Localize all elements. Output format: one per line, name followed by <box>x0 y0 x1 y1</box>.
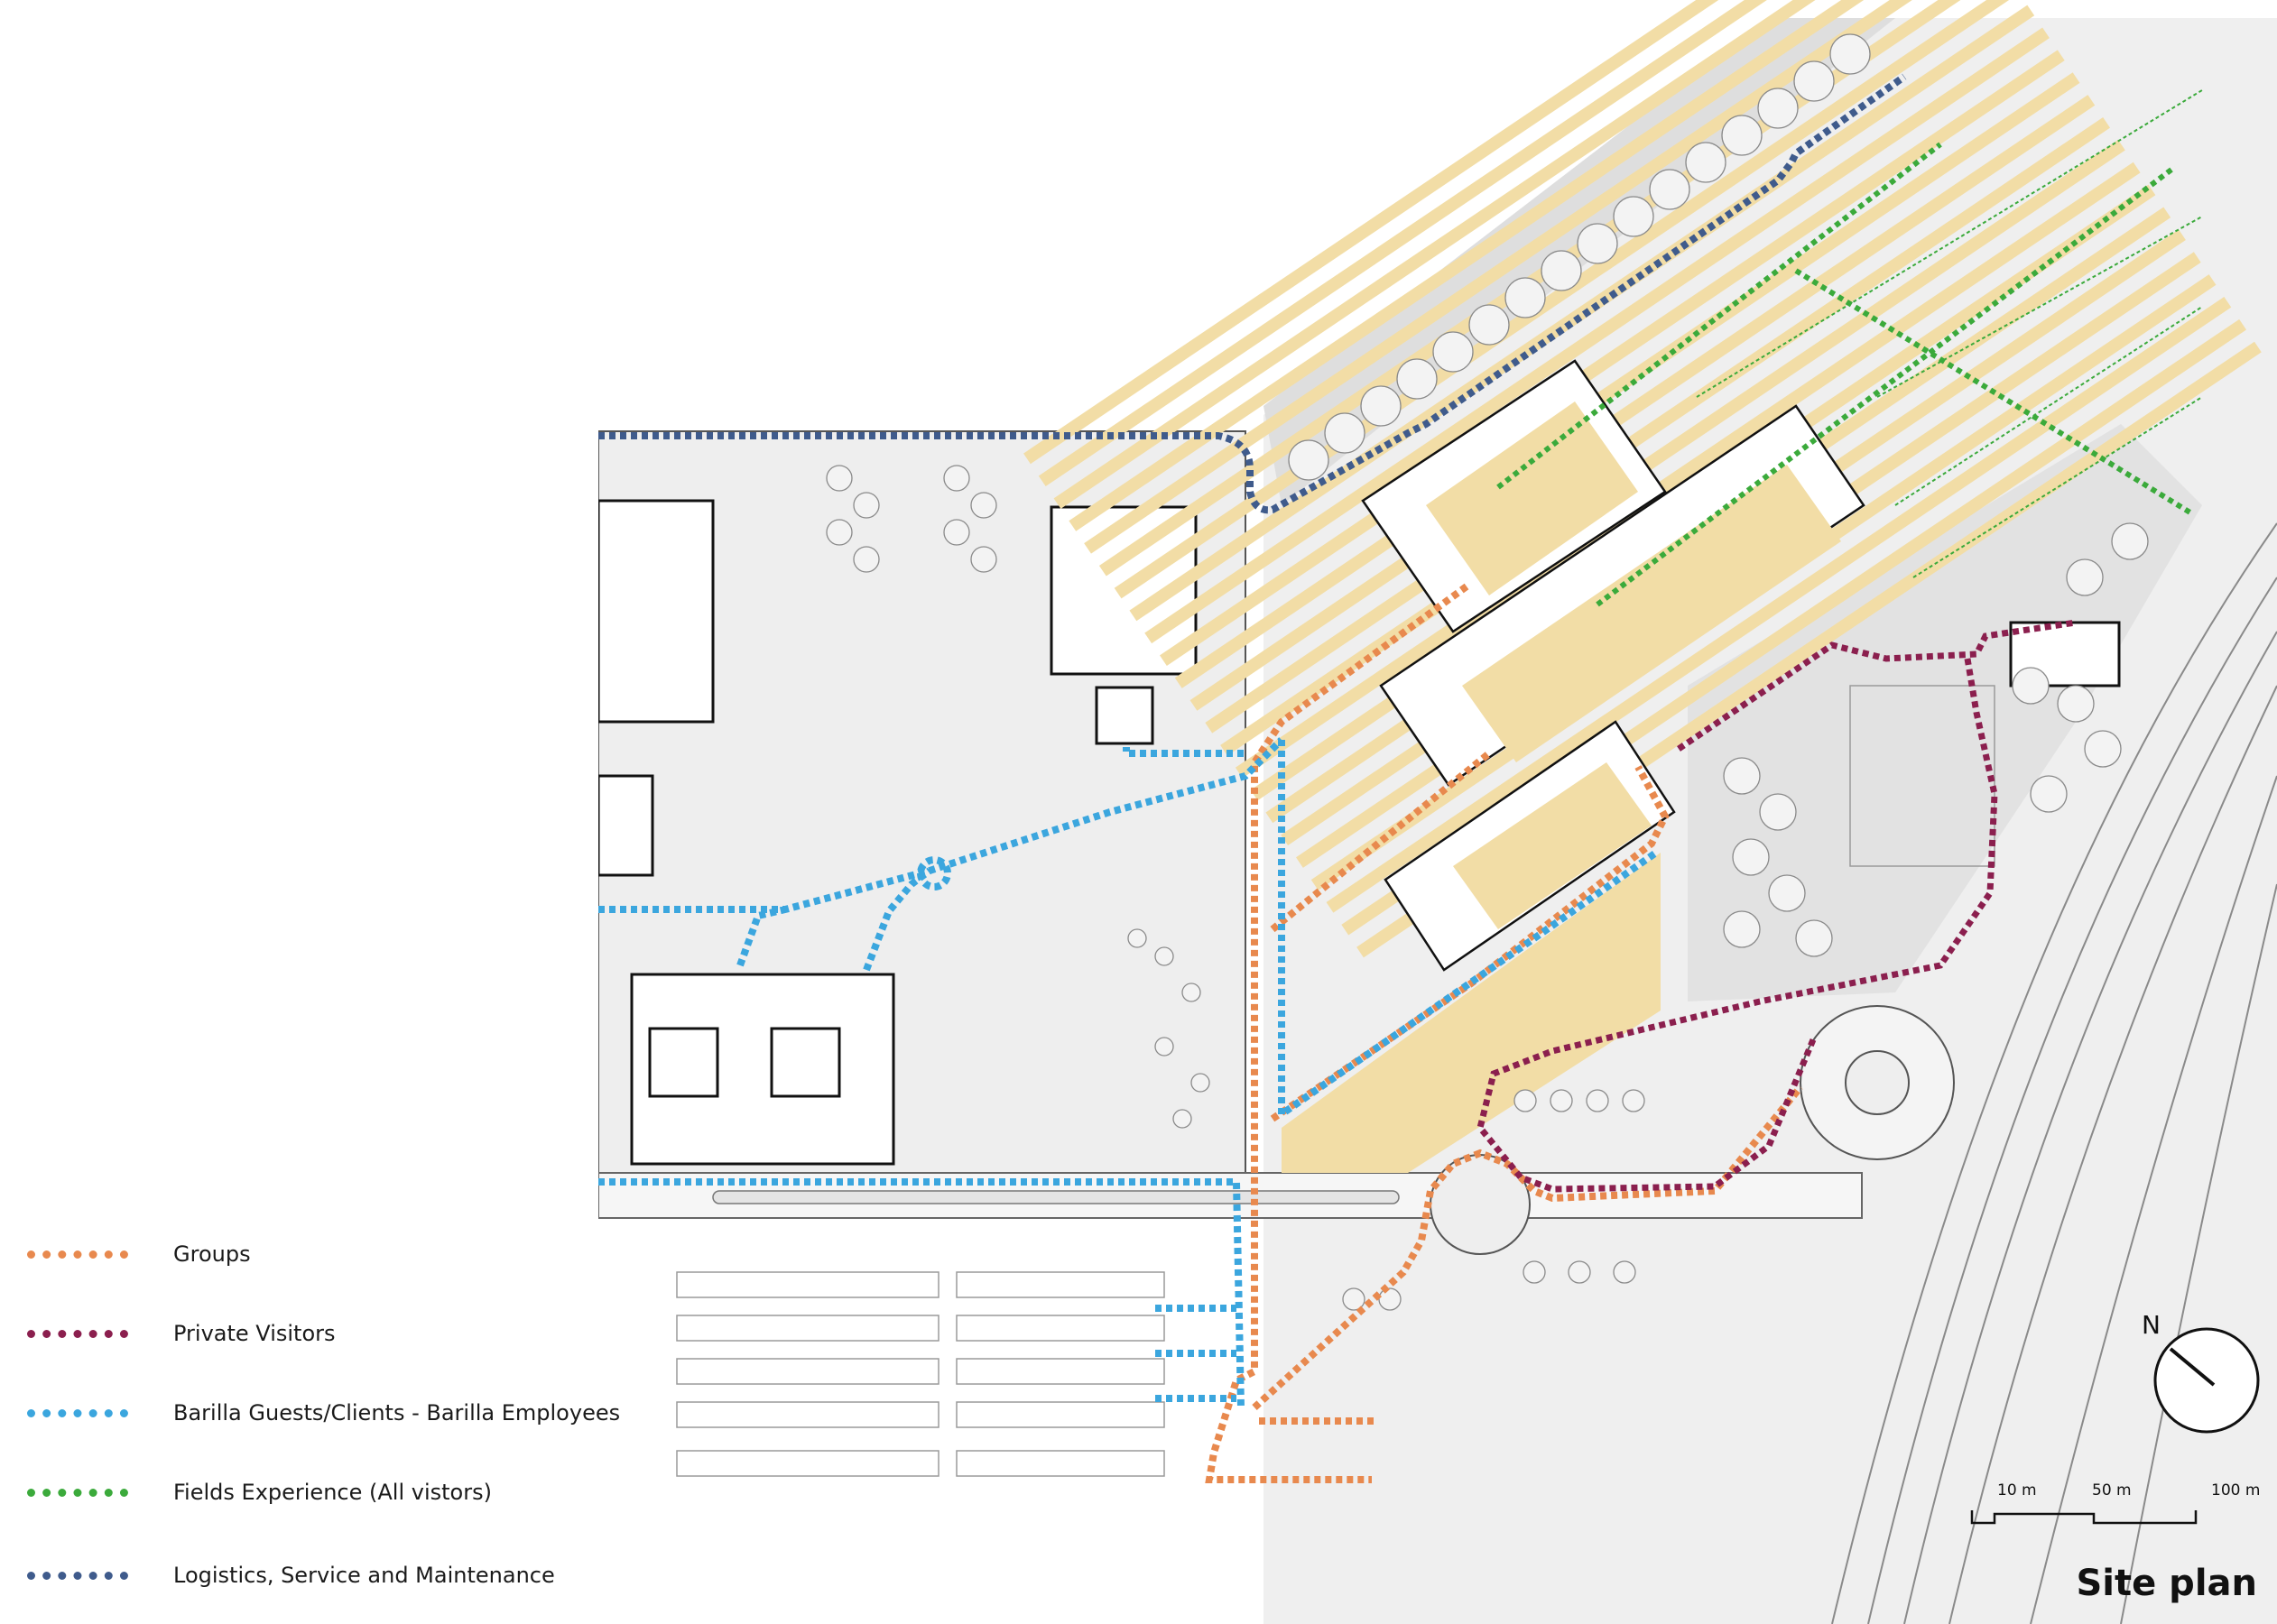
legend-label: Logistics, Service and Maintenance <box>173 1563 555 1588</box>
legend-label: Private Visitors <box>173 1321 336 1346</box>
legend-label: Barilla Guests/Clients - Barilla Employe… <box>173 1400 621 1426</box>
open-field <box>1282 853 1661 1173</box>
legend-swatch <box>27 1250 128 1259</box>
route-logistics <box>598 73 1907 514</box>
scale-label-100m: 100 m <box>2211 1481 2261 1499</box>
tree-canopy <box>826 33 2149 1311</box>
fields-thin-lines <box>1696 89 2203 578</box>
north-arrow-icon <box>2153 1327 2260 1434</box>
legend-label: Fields Experience (All vistors) <box>173 1480 492 1505</box>
legend-label: Groups <box>173 1241 251 1267</box>
route-private-visitors <box>1476 619 2077 1193</box>
road-median <box>712 1190 1400 1204</box>
route-groups <box>1205 583 1804 1483</box>
route-fields-experience <box>1496 142 2195 607</box>
route-guests <box>598 737 1659 1408</box>
legend-item-logistics: Logistics, Service and Maintenance <box>27 1557 555 1593</box>
greenhouse-fill <box>1426 401 1841 929</box>
legend-item-private-visitors: Private Visitors <box>27 1315 336 1352</box>
legend-swatch <box>27 1408 128 1417</box>
north-label: N <box>2142 1310 2161 1340</box>
legend-swatch <box>27 1488 128 1497</box>
scale-label-10m: 10 m <box>1997 1481 2037 1499</box>
legend-swatch <box>27 1571 128 1580</box>
map-title: Site plan <box>2076 1563 2257 1604</box>
highway-lanes <box>1831 522 2277 1624</box>
legend-item-fields-experience: Fields Experience (All vistors) <box>27 1474 492 1510</box>
legend-item-guests: Barilla Guests/Clients - Barilla Employe… <box>27 1395 620 1431</box>
legend-swatch <box>27 1329 128 1338</box>
scale-bar <box>1970 1510 2198 1525</box>
parking-lots <box>676 685 1995 1477</box>
scale-label-50m: 50 m <box>2092 1481 2132 1499</box>
legend-item-groups: Groups <box>27 1236 251 1272</box>
